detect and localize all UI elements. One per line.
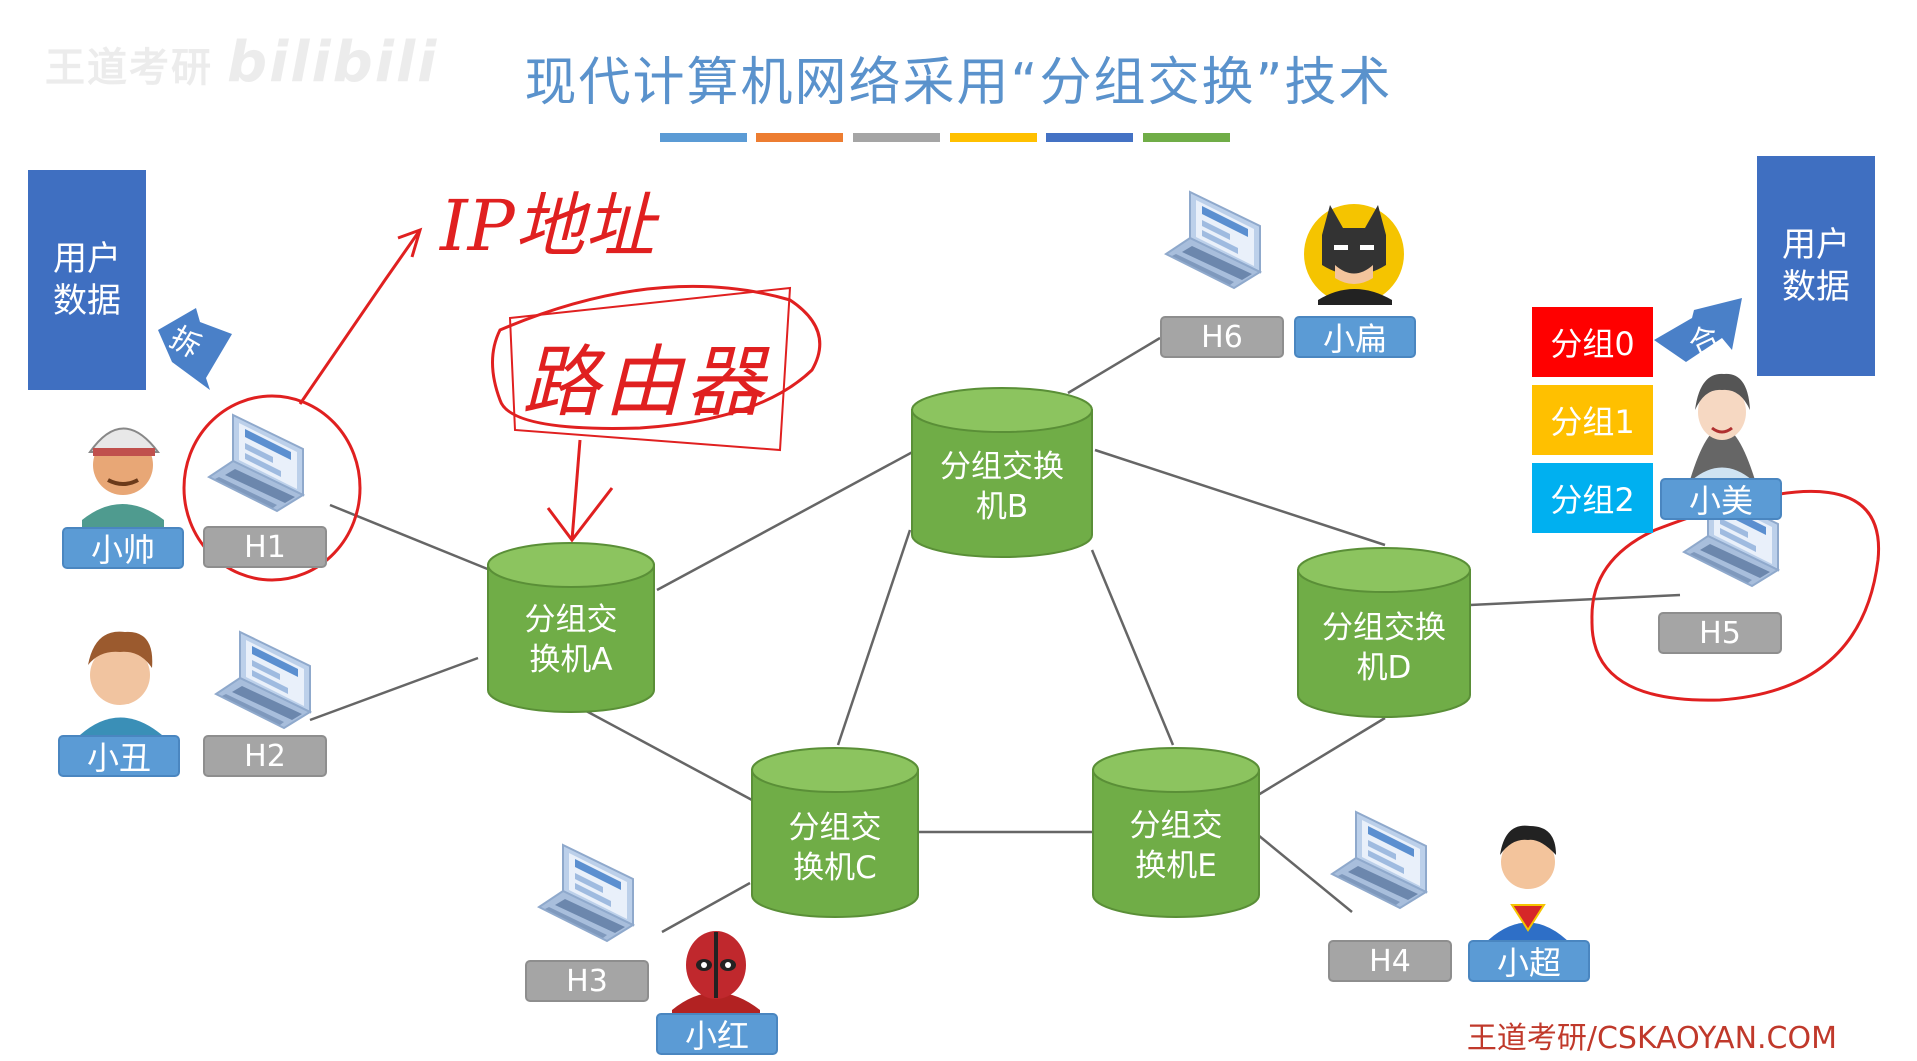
router-annotation: 路由器 <box>522 338 769 428</box>
router-ellipse <box>491 284 822 430</box>
user-data-right: 用户 数据 <box>1757 156 1875 376</box>
packet-0: 分组0 <box>1532 307 1653 377</box>
title-bar-4 <box>950 133 1037 142</box>
footer-source: 王道考研/CSKAOYAN.COM <box>1466 1021 1837 1056</box>
switch-c-shape <box>751 747 919 918</box>
avatar-xiaomei <box>1690 373 1755 480</box>
switch-e: 分组交 换机E <box>1093 806 1259 886</box>
title-bar-6 <box>1143 133 1230 142</box>
user-label-xiaohong: 小红 <box>656 1013 778 1055</box>
switch-a-line2: 换机A <box>529 642 613 678</box>
host-label-h2: H2 <box>203 735 327 777</box>
user-label-xiaobian: 小扁 <box>1294 316 1416 358</box>
host-label-h1: H1 <box>203 526 327 568</box>
switch-b-line1: 分组交换 <box>940 449 1064 485</box>
switch-c-line2: 换机C <box>793 850 877 886</box>
laptop-icon-h2 <box>215 631 311 729</box>
host-label-h4: H4 <box>1328 940 1452 982</box>
avatar-xiaobian <box>1304 204 1404 305</box>
user-label-xiaochao: 小超 <box>1468 940 1590 982</box>
ip-arrow-head <box>397 227 423 258</box>
host-label-h5: H5 <box>1658 612 1782 654</box>
user-label-xiaochou: 小丑 <box>58 735 180 777</box>
switch-a: 分组交 换机A <box>488 600 654 680</box>
h5-circle <box>1590 489 1881 702</box>
laptop-icon-h3 <box>538 844 634 942</box>
avatar-xiaochou <box>80 631 162 740</box>
switch-b-shape <box>911 387 1093 558</box>
user-data-right-line1: 用户 <box>1782 225 1850 265</box>
title-bar-5 <box>1046 133 1133 142</box>
switch-e-shape <box>1092 747 1260 918</box>
user-label-xiaomei: 小美 <box>1660 478 1782 520</box>
avatar-xiaohong <box>672 931 760 1020</box>
switch-a-line1: 分组交 <box>524 602 618 638</box>
laptop-icon-h6 <box>1165 191 1261 289</box>
switch-e-line2: 换机E <box>1135 848 1217 884</box>
page-title: 现代计算机网络采用“分组交换”技术 <box>524 53 1393 113</box>
user-data-left: 用户 数据 <box>28 170 146 390</box>
watermark-left: 王道考研 <box>45 45 213 91</box>
host-label-h3: H3 <box>525 960 649 1002</box>
h1-circle <box>182 394 362 582</box>
user-data-left-line2: 数据 <box>53 281 121 321</box>
user-data-left-line1: 用户 <box>53 239 121 279</box>
split-arrow-icon <box>158 308 232 390</box>
red-annotations <box>182 227 1881 702</box>
bilibili-logo: bilibili <box>227 30 439 95</box>
laptop-icon-h1 <box>208 414 304 512</box>
title-bar-3 <box>853 133 940 142</box>
avatar-xiaochao <box>1483 825 1572 950</box>
switch-c: 分组交 换机C <box>752 808 918 888</box>
switch-a-shape <box>487 542 655 713</box>
user-label-xiaoshuai: 小帅 <box>62 527 184 569</box>
avatar-xiaoshuai <box>82 427 164 530</box>
ip-address-annotation: IP地址 <box>440 185 655 267</box>
packet-1: 分组1 <box>1532 385 1653 455</box>
packet-2: 分组2 <box>1532 463 1653 533</box>
switch-b-line2: 机B <box>975 489 1029 525</box>
host-label-h6: H6 <box>1160 316 1284 358</box>
switch-e-line1: 分组交 <box>1129 808 1223 844</box>
laptop-icon-h4 <box>1331 811 1427 909</box>
router-arrow-head <box>546 487 614 543</box>
switch-d-line2: 机D <box>1356 650 1412 686</box>
switch-c-line1: 分组交 <box>788 810 882 846</box>
title-bar-2 <box>756 133 843 142</box>
router-arrow-line <box>570 439 582 541</box>
switch-d: 分组交换 机D <box>1298 608 1470 688</box>
switch-d-shape <box>1297 547 1471 718</box>
merge-arrow-icon <box>1654 298 1742 362</box>
switch-d-line1: 分组交换 <box>1322 610 1446 646</box>
title-bar-1 <box>660 133 747 142</box>
watermark: 王道考研 bilibili <box>45 30 438 95</box>
user-data-right-line2: 数据 <box>1782 267 1850 307</box>
router-box <box>508 286 792 452</box>
switch-b: 分组交换 机B <box>912 447 1092 527</box>
ip-arrow-line <box>298 229 422 405</box>
